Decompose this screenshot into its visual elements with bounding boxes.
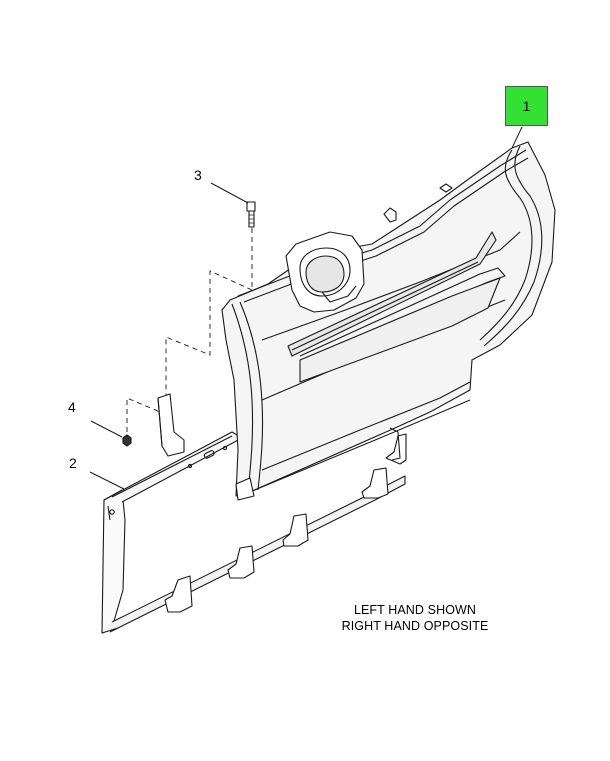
leader-lines [89, 126, 523, 490]
nut-part-4 [122, 434, 132, 447]
door-panel-part-1 [221, 141, 556, 501]
callout-part-3[interactable]: 3 [194, 167, 202, 183]
orientation-note-line-2: RIGHT HAND OPPOSITE [341, 619, 489, 633]
assembly-lines [126, 228, 253, 432]
callout-part-2[interactable]: 2 [69, 455, 77, 471]
bracket-part-2 [101, 393, 407, 634]
callout-part-1[interactable]: 1 [505, 86, 548, 126]
callout-part-4[interactable]: 4 [68, 399, 76, 415]
orientation-note-line-1: LEFT HAND SHOWN [353, 603, 477, 617]
bolt-part-3 [246, 201, 256, 228]
